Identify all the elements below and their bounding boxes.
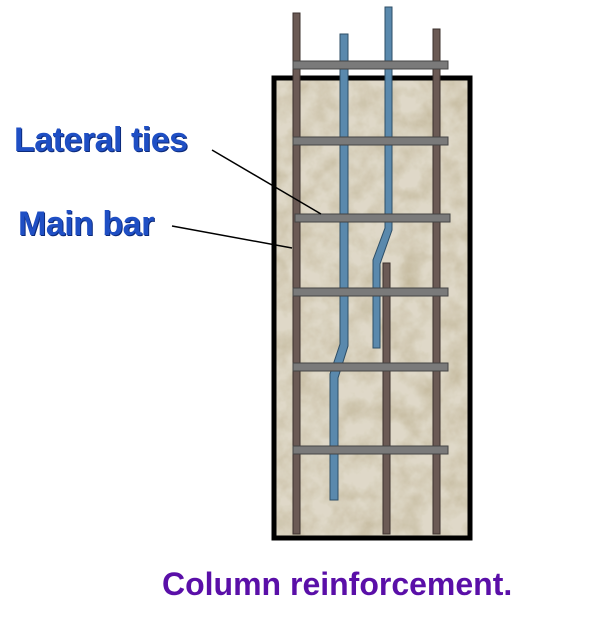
main-bar-label: Main bar — [18, 205, 154, 243]
lateral-ties — [292, 60, 451, 455]
lateral-tie-5 — [292, 362, 449, 372]
main-bar-right — [432, 28, 441, 535]
lateral-tie-4 — [292, 287, 449, 297]
figure-caption: Column reinforcement. — [162, 566, 513, 602]
lateral-tie-6 — [292, 445, 449, 455]
main-bar-left — [292, 12, 301, 535]
lateral-tie-2 — [292, 136, 449, 146]
lateral-ties-label: Lateral ties — [14, 121, 188, 159]
lateral-ties-leader — [211, 149, 322, 215]
lateral-tie-3 — [294, 213, 451, 223]
lateral-tie-1 — [292, 60, 449, 70]
main-bar-center-lower — [382, 262, 391, 535]
main-bar-blue-center — [372, 6, 393, 349]
main-bar-leader — [171, 225, 293, 249]
main-bars-brown — [292, 12, 441, 535]
